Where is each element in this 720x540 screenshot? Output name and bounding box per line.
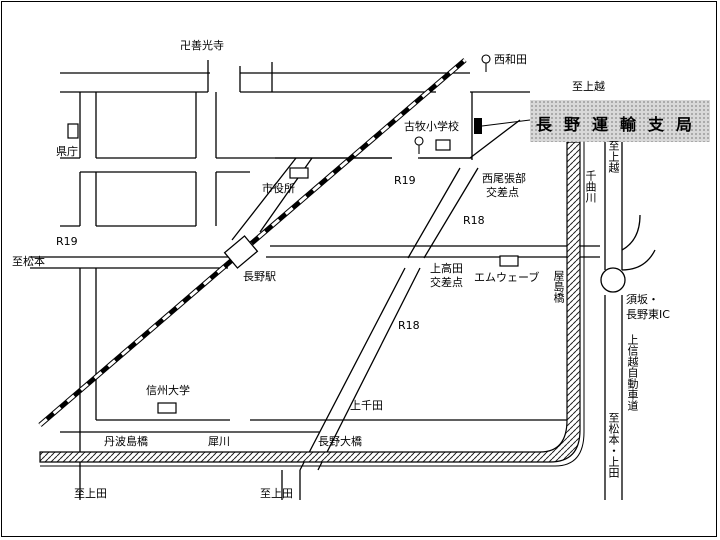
railway	[38, 58, 467, 427]
label-tanbajima-bridge: 丹波島橋	[104, 435, 148, 448]
label-to-kamikoshi-right: 至上越	[607, 140, 620, 173]
label-r19-left: R19	[56, 235, 78, 248]
destination-label-box	[530, 100, 710, 142]
label-to-matsumoto-ueda: 至松本・上田	[607, 412, 620, 478]
label-zenkoji: 卍善光寺	[180, 39, 224, 52]
label-chikumagawa: 千曲川	[584, 170, 597, 203]
label-to-ueda-left: 至上田	[74, 487, 107, 500]
label-saigawa: 犀川	[208, 435, 230, 448]
label-shiyakusho: 市役所	[262, 182, 295, 195]
rivers	[39, 141, 585, 467]
destination-marker	[474, 118, 482, 134]
station-box	[223, 235, 259, 269]
label-r18-mid: R18	[398, 319, 420, 332]
label-nagano-station: 長野駅	[243, 270, 276, 283]
label-kobokushougakkou: 古牧小学校	[404, 120, 459, 133]
label-kamichida: 上千田	[350, 399, 383, 412]
destination-label: 長野運輸支局	[536, 115, 705, 134]
label-suzaka-ic-1: 須坂・	[626, 293, 659, 306]
label-kousaten-2: 交差点	[430, 276, 463, 289]
label-shinshu-univ: 信州大学	[146, 384, 190, 397]
label-nishiwada: 西和田	[494, 53, 527, 66]
label-r19-top: R19	[394, 174, 416, 187]
label-kamitakada: 上高田	[430, 262, 463, 275]
bus-stop-marks	[414, 54, 491, 154]
label-r18-top: R18	[463, 214, 485, 227]
label-mwave: エムウェーブ	[474, 271, 540, 284]
label-yashima-bridge: 屋島橋	[552, 270, 565, 303]
label-to-kamikoshi-top: 至上越	[572, 80, 605, 93]
buildings	[67, 123, 519, 414]
label-nishiobase: 西尾張部	[482, 172, 526, 185]
label-kousaten-1: 交差点	[486, 186, 519, 199]
label-suzaka-ic-2: 長野東IC	[626, 308, 670, 321]
label-kenchou: 県庁	[56, 145, 78, 158]
label-nagano-ohashi: 長野大橋	[318, 435, 362, 448]
label-joshinetsu-expressway: 上信越自動車道	[626, 334, 639, 411]
label-to-matsumoto-left: 至松本	[12, 255, 45, 268]
label-to-ueda-mid: 至上田	[260, 487, 293, 500]
roads	[30, 60, 600, 500]
